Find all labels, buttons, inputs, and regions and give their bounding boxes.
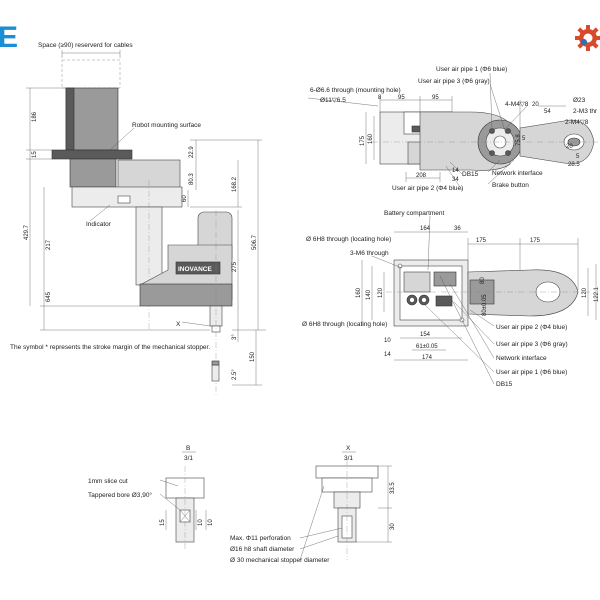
- d23-label: Ø23: [573, 97, 586, 104]
- base-dim-14: 14: [384, 352, 391, 358]
- top-dim-160: 160: [368, 133, 374, 144]
- top-db15-label: DB15: [462, 171, 479, 178]
- detail-b-scale: 3/1: [184, 455, 193, 462]
- dim-2-5deg: 2.5°: [232, 369, 238, 380]
- bore-label: Tappered bore Ø3,90°: [88, 491, 152, 499]
- dim-3deg: 3°: [232, 334, 238, 340]
- m6-label: 3-M6 through: [350, 250, 389, 257]
- dim-60: 60: [182, 195, 188, 202]
- base-dim-175b: 175: [530, 238, 541, 244]
- dim-217: 217: [46, 239, 52, 250]
- base-dim-164: 164: [420, 226, 431, 232]
- base-dim-174: 174: [422, 355, 433, 361]
- top-pipe3-label: User air pipe 3 (Φ6 gray): [418, 78, 490, 85]
- side-logo: INOVANCE: [178, 266, 212, 273]
- dim-506-7: 506.7: [252, 234, 258, 250]
- base-pipe1-label: User air pipe 1 (Φ6 blue): [496, 369, 567, 376]
- m4-label: 4-M4▽8: [505, 101, 529, 108]
- x-marker: X: [176, 321, 181, 328]
- brake-label: Brake button: [492, 182, 529, 189]
- shaft-label: Ø16 h8 shaft diameter: [230, 546, 295, 553]
- detail-x-scale: 3/1: [344, 455, 353, 462]
- stroke-note: The symbol * represents the stroke margi…: [10, 344, 210, 351]
- base-dim-10: 10: [384, 338, 391, 344]
- brand-letter: E: [0, 21, 18, 54]
- dim-168-2: 168.2: [232, 176, 238, 192]
- b-dim-10b: 10: [208, 519, 214, 526]
- top-dim-20a: 20: [532, 102, 539, 108]
- perforation-label: Max. Φ11 perforation: [230, 535, 291, 542]
- side-view: INOVANCE: [10, 42, 266, 395]
- m4b-label: 2-M4▽8: [565, 119, 589, 126]
- base-dim-160: 160: [356, 287, 362, 298]
- gear-icon: [575, 25, 600, 51]
- base-dim-140: 140: [366, 289, 372, 300]
- battery-label: Battery compartment: [384, 210, 445, 217]
- top-pipe2-label: User air pipe 2 (Φ4 blue): [392, 185, 463, 192]
- b-dim-10a: 10: [198, 519, 204, 526]
- base-pipe3-label: User air pipe 3 (Φ6 gray): [496, 341, 568, 348]
- base-pipe2-label: User air pipe 2 (Φ4 blue): [496, 324, 567, 331]
- dim-15: 15: [32, 151, 38, 158]
- dim-22-9: 22.9: [189, 146, 195, 158]
- dim-80-3: 80.3: [189, 173, 195, 185]
- top-dim-20b: 20: [566, 144, 573, 150]
- b-dim-15: 15: [160, 519, 166, 526]
- top-dim-8: 8: [378, 95, 382, 101]
- dim-429-7: 429.7: [24, 224, 30, 240]
- top-dim-75-8: 75.8: [516, 134, 522, 146]
- base-dim-175a: 175: [476, 238, 487, 244]
- top-dim-5: 5: [522, 136, 526, 142]
- m3-label: 2-M3 thr: [573, 108, 598, 115]
- top-dim-5b: 5: [576, 154, 580, 160]
- top-pipe1-label: User air pipe 1 (Φ6 blue): [436, 66, 507, 73]
- counterbore-label: Ø11▽6.5: [320, 97, 346, 104]
- loc-hole-top-label: Ø 6H8 through (locating hole): [306, 236, 391, 243]
- base-dim-122-1: 122.1: [594, 286, 600, 302]
- top-dim-14: 14: [452, 168, 459, 174]
- stopper-label: Ø 30 mechanical stopper diameter: [230, 557, 330, 564]
- base-dim-36: 36: [454, 226, 461, 232]
- top-network-label: Network interface: [492, 170, 543, 177]
- detail-x: X 3/1 Max. Φ11 perforation Ø16 h8 shaft …: [230, 445, 396, 564]
- top-dim-95a: 95: [398, 95, 405, 101]
- dim-645: 645: [46, 291, 52, 302]
- base-dim-120b: 120: [582, 287, 588, 298]
- x-dim-33-5: 33.5: [390, 482, 396, 494]
- base-dim-80-005: 80±0.05: [482, 294, 488, 316]
- base-view: Battery compartment Ø 6H8 through (locat…: [302, 210, 600, 388]
- detail-b: B 3/1 1mm slice cut Tappered bore Ø3,90°…: [88, 445, 214, 550]
- loc-hole-bot-label: Ø 6H8 through (locating hole): [302, 321, 387, 328]
- base-network-label: Network interface: [496, 355, 547, 362]
- top-dim-95b: 95: [432, 95, 439, 101]
- top-dim-34: 34: [452, 177, 459, 183]
- top-dim-54: 54: [544, 109, 551, 115]
- top-dim-175: 175: [360, 135, 366, 146]
- mounting-hole-label: 6-Ø6.6 through (mounting hole): [310, 87, 401, 94]
- base-dim-120: 120: [378, 287, 384, 298]
- slice-cut-label: 1mm slice cut: [88, 478, 128, 485]
- base-db15-label: DB15: [496, 381, 513, 388]
- robot-mount-label: Robot mounting surface: [132, 122, 201, 129]
- base-dim-80: 80: [480, 277, 486, 284]
- dim-150: 150: [250, 351, 256, 362]
- x-dim-30: 30: [390, 523, 396, 530]
- top-dim-28-5: 28.5: [568, 162, 580, 168]
- detail-b-label: B: [186, 445, 190, 452]
- top-view: 6-Ø6.6 through (mounting hole) Ø11▽6.5 U…: [307, 66, 600, 192]
- top-dim-208: 208: [416, 173, 427, 179]
- detail-x-label: X: [346, 445, 351, 452]
- base-dim-154: 154: [420, 332, 431, 338]
- indicator-label: Indicator: [86, 221, 112, 228]
- dim-186: 186: [32, 111, 38, 122]
- base-dim-61: 61±0.05: [416, 344, 438, 350]
- cable-space-note: Space (≥90) reserverd for cables: [38, 42, 133, 49]
- dim-275: 275: [232, 261, 238, 272]
